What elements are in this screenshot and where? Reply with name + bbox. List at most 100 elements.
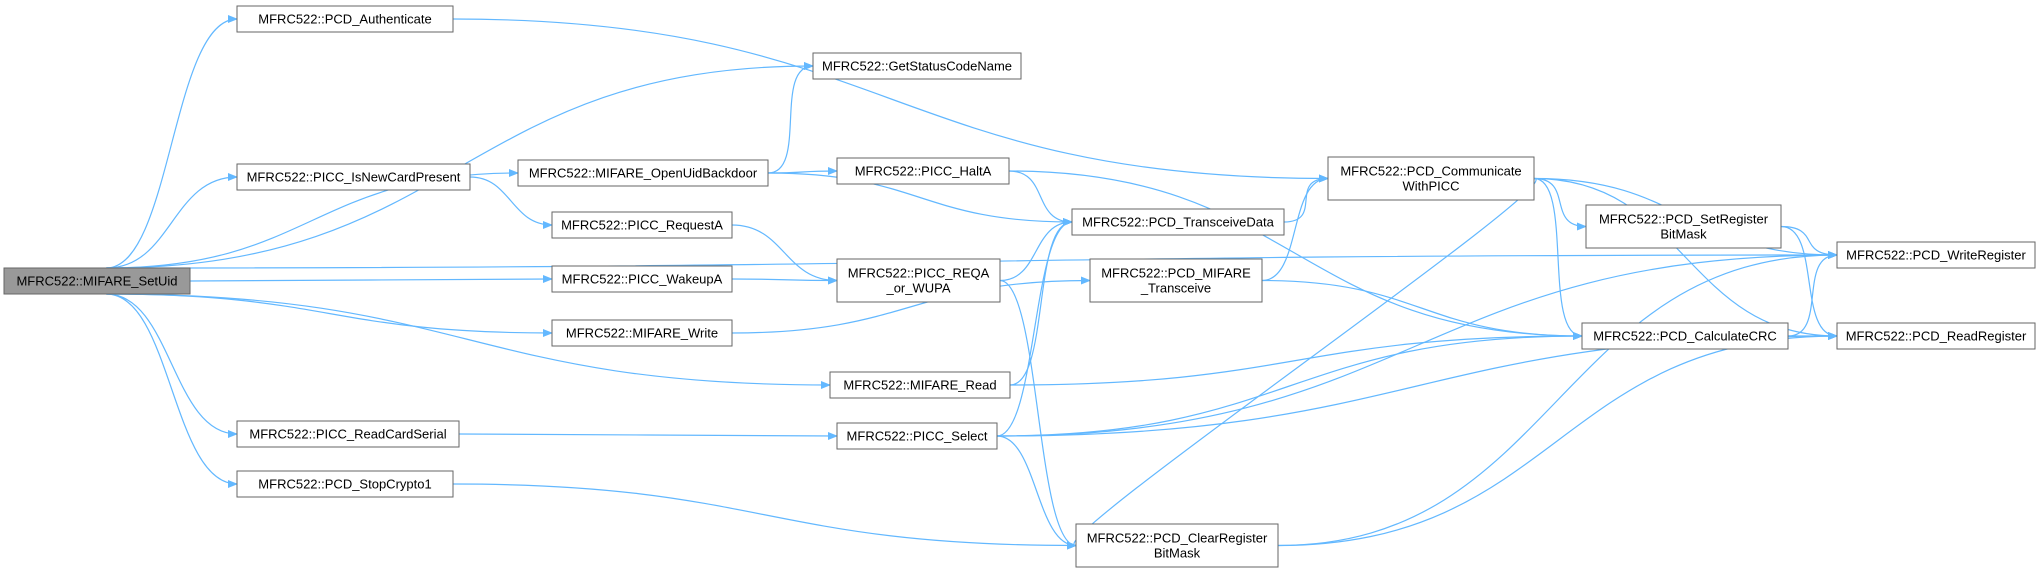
node-box: [551, 211, 733, 239]
edge-backdoor-to-statusname: [767, 62, 814, 174]
node-label: MFRC522::MIFARE_Write: [566, 326, 718, 341]
node-halta[interactable]: MFRC522::PICC_HaltA: [836, 157, 1010, 185]
edge-setuid-to-read: [106, 293, 831, 389]
node-box: [1327, 156, 1535, 201]
node-label: MFRC522::PCD_ReadRegister: [1846, 329, 2027, 344]
node-label: MFRC522::PCD_SetRegister: [1599, 212, 1769, 227]
edge-setuid-to-write: [106, 293, 553, 337]
edge-select-to-readreg: [996, 332, 1838, 437]
node-label: BitMask: [1154, 546, 1201, 561]
node-label: WithPICC: [1402, 179, 1459, 194]
edge-setuid-to-newcard: [106, 173, 238, 269]
node-box: [1075, 523, 1279, 568]
node-box: [836, 422, 998, 450]
edge-clearmask-to-readreg: [1277, 332, 1838, 547]
node-writereg[interactable]: MFRC522::PCD_WriteRegister: [1836, 241, 2036, 269]
node-box: [1836, 241, 2036, 269]
edge-select-to-transceive: [996, 218, 1073, 437]
node-label: MFRC522::PCD_WriteRegister: [1846, 248, 2026, 263]
edge-newcard-to-requesta: [469, 176, 553, 229]
edge-halta-to-crc: [1008, 170, 1583, 340]
node-label: MFRC522::MIFARE_Read: [843, 378, 996, 393]
node-transceive[interactable]: MFRC522::PCD_TransceiveData: [1071, 208, 1285, 236]
node-label: MFRC522::PCD_TransceiveData: [1082, 215, 1274, 230]
node-label: MFRC522::PCD_ClearRegister: [1087, 531, 1268, 546]
node-box: [1581, 322, 1789, 350]
edge-reqa-to-clearmask: [999, 279, 1077, 550]
node-label: MFRC522::PICC_WakeupA: [562, 272, 723, 287]
node-reqa[interactable]: MFRC522::PICC_REQA_or_WUPA: [836, 258, 1001, 303]
node-box: [551, 265, 733, 293]
edge-crc-to-writereg: [1787, 251, 1838, 337]
node-wakeupa[interactable]: MFRC522::PICC_WakeupA: [551, 265, 733, 293]
edge-requesta-to-reqa: [731, 224, 838, 285]
node-label: MFRC522::PICC_IsNewCardPresent: [247, 170, 461, 185]
edge-auth-to-communicate: [452, 18, 1329, 183]
edge-halta-to-transceive: [1008, 170, 1073, 226]
edge-transceive-to-communicate: [1283, 174, 1329, 223]
node-label: MFRC522::PICC_REQA: [848, 266, 990, 281]
node-box: [1585, 204, 1782, 249]
node-statusname[interactable]: MFRC522::GetStatusCodeName: [812, 52, 1022, 80]
edge-clearmask-to-writereg: [1277, 251, 1838, 547]
edge-write-to-mtransceive: [731, 276, 1091, 334]
node-label: MFRC522::PCD_Communicate: [1340, 164, 1521, 179]
node-readreg[interactable]: MFRC522::PCD_ReadRegister: [1836, 322, 2036, 350]
nodes-layer: MFRC522::MIFARE_SetUid MFRC522::PCD_Authe…: [3, 5, 2036, 568]
node-label: _Transceive: [1140, 281, 1211, 296]
node-write[interactable]: MFRC522::MIFARE_Write: [551, 319, 733, 347]
edge-read-to-transceive: [1009, 218, 1073, 386]
node-box: [1089, 258, 1263, 303]
node-box: [812, 52, 1022, 80]
node-label: MFRC522::PCD_StopCrypto1: [258, 477, 431, 492]
edge-select-to-clearmask: [996, 435, 1077, 550]
edge-communicate-to-setmask: [1533, 177, 1587, 231]
node-crc[interactable]: MFRC522::PCD_CalculateCRC: [1581, 322, 1789, 350]
edge-setuid-to-wakeupa: [189, 275, 553, 284]
node-box: [236, 420, 460, 448]
node-box: [836, 258, 1001, 303]
node-auth[interactable]: MFRC522::PCD_Authenticate: [236, 5, 454, 33]
node-label: MFRC522::PCD_Authenticate: [258, 12, 431, 27]
node-newcard[interactable]: MFRC522::PICC_IsNewCardPresent: [236, 163, 471, 191]
edge-setuid-to-readserial: [106, 293, 238, 438]
node-setuid[interactable]: MFRC522::MIFARE_SetUid: [3, 267, 191, 295]
node-box: [236, 470, 454, 498]
edge-backdoor-to-transceive: [767, 172, 1073, 226]
node-mtransceive[interactable]: MFRC522::PCD_MIFARE_Transceive: [1089, 258, 1263, 303]
node-box: [517, 159, 769, 187]
node-label: MFRC522::PICC_Select: [847, 429, 988, 444]
node-select[interactable]: MFRC522::PICC_Select: [836, 422, 998, 450]
node-requesta[interactable]: MFRC522::PICC_RequestA: [551, 211, 733, 239]
node-label: MFRC522::PCD_CalculateCRC: [1593, 329, 1777, 344]
node-label: _or_WUPA: [885, 281, 950, 296]
node-label: BitMask: [1660, 227, 1707, 242]
edge-select-to-crc: [996, 332, 1583, 437]
edge-reqa-to-transceive: [999, 218, 1073, 282]
node-box: [551, 319, 733, 347]
node-label: MFRC522::PICC_HaltA: [855, 164, 992, 179]
edge-stopcrypto-to-clearmask: [452, 483, 1077, 550]
edge-setmask-to-readreg: [1780, 225, 1838, 340]
edge-setmask-to-writereg: [1780, 225, 1838, 259]
node-stopcrypto[interactable]: MFRC522::PCD_StopCrypto1: [236, 470, 454, 498]
node-box: [1836, 322, 2036, 350]
node-box: [3, 267, 191, 295]
node-readserial[interactable]: MFRC522::PICC_ReadCardSerial: [236, 420, 460, 448]
node-label: MFRC522::PICC_RequestA: [561, 218, 723, 233]
node-box: [236, 163, 471, 191]
edge-wakeupa-to-reqa: [731, 276, 838, 285]
node-box: [836, 157, 1010, 185]
node-read[interactable]: MFRC522::MIFARE_Read: [829, 371, 1011, 399]
edge-readserial-to-select: [458, 431, 838, 440]
node-label: MFRC522::MIFARE_OpenUidBackdoor: [529, 166, 758, 181]
edge-setuid-to-auth: [106, 15, 238, 269]
edge-setuid-to-stopcrypto: [106, 293, 238, 488]
node-label: MFRC522::PCD_MIFARE: [1101, 266, 1251, 281]
node-box: [829, 371, 1011, 399]
node-backdoor[interactable]: MFRC522::MIFARE_OpenUidBackdoor: [517, 159, 769, 187]
